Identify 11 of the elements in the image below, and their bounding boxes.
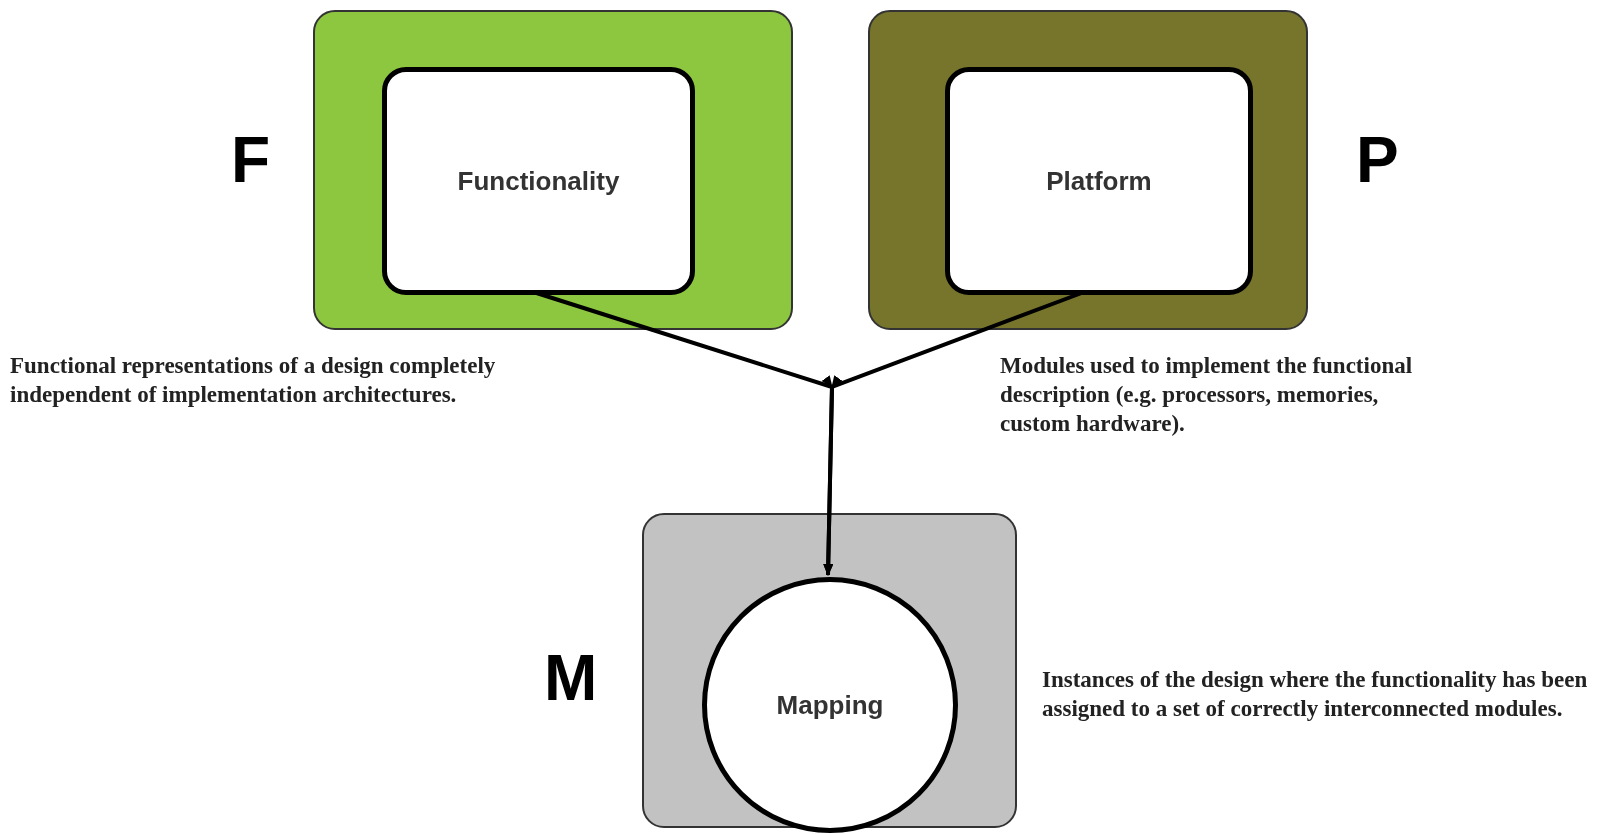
- panel-letter: M: [544, 646, 598, 710]
- group-panel: [313, 10, 793, 330]
- block-box: Functionality: [382, 67, 695, 295]
- description-text: Functional representations of a design completely independent of implementation architectures.: [10, 352, 497, 409]
- panel-letter: P: [1356, 128, 1399, 192]
- panel-letter: F: [231, 128, 271, 192]
- description-text: Instances of the design where the functionality has been assigned to a set of correctly interconnected modules.: [1042, 666, 1589, 723]
- mapping-circle: Mapping: [702, 577, 958, 833]
- description-text: Modules used to implement the functional description (e.g. processors, memories, custom hardware).: [1000, 352, 1414, 438]
- block-box: Platform: [945, 67, 1253, 295]
- group-panel: [868, 10, 1308, 330]
